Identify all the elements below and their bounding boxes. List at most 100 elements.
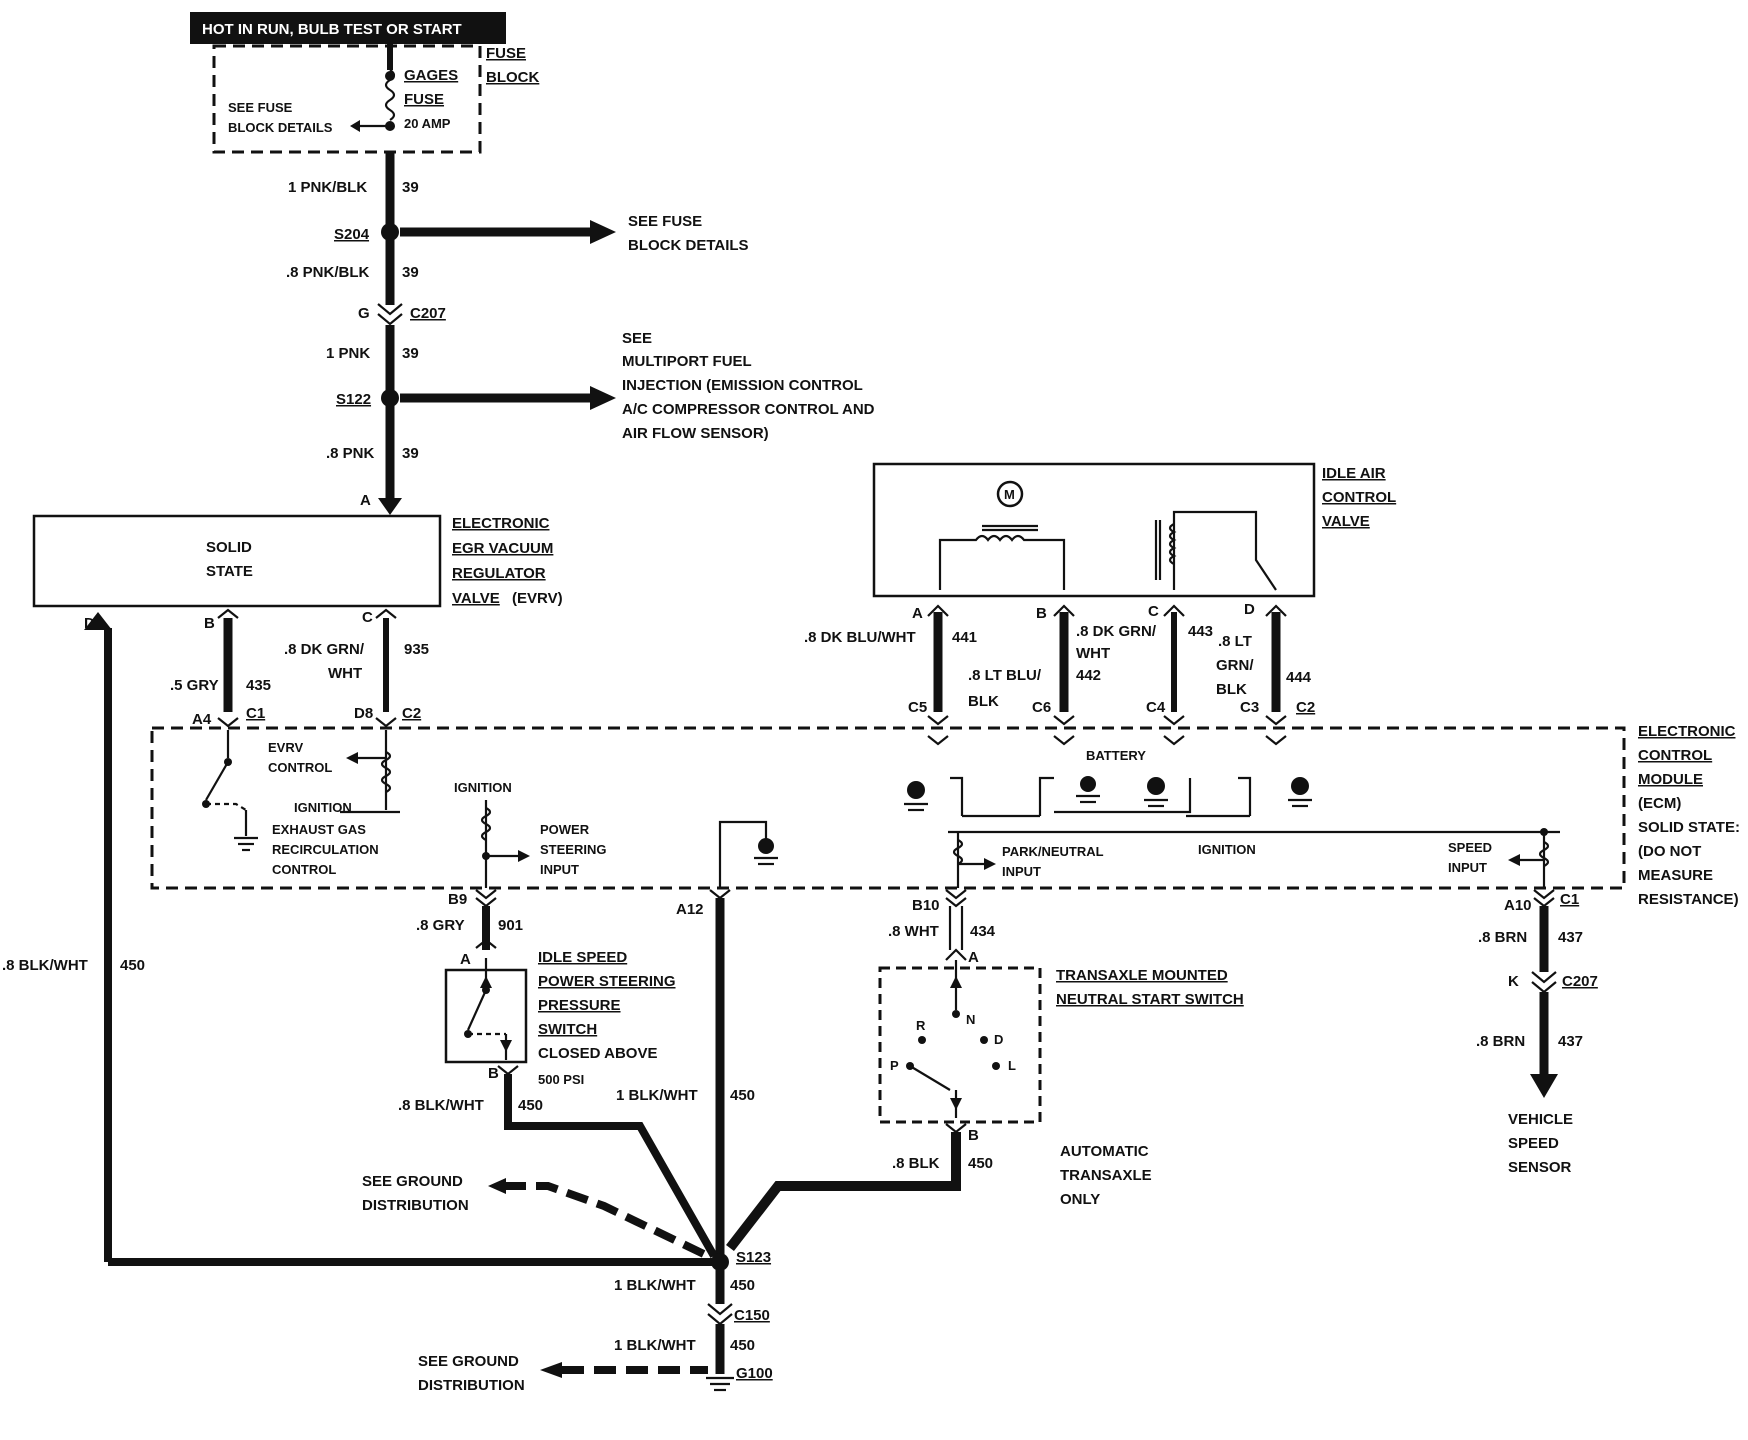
splice-ref: MULTIPORT FUEL [622,353,752,370]
connector-pin: B10 [912,897,940,914]
wire-gauge: .8 DK GRN/ [284,641,365,658]
ecm-label: POWER [540,822,590,837]
connector-pin: C [1148,603,1159,620]
splice-ref: INJECTION (EMISSION CONTROL [622,377,863,394]
component-note: MEASURE [1638,867,1713,884]
component-body-2: STATE [206,563,253,580]
ground-icon [234,836,258,852]
component-name: CONTROL [1638,747,1712,764]
component-name: IDLE AIR [1322,465,1386,482]
ps-switch-component: .8 GRY 901 A B IDLE SPEED POWER STEERING… [398,889,718,1258]
ground-icon [706,1376,734,1392]
wire-gauge-2: GRN/ [1216,657,1254,674]
ecm-label: INPUT [1002,864,1041,879]
vss-component: .8 BRN 437 K C207 .8 BRN 437 VEHICLE SPE… [1476,889,1598,1176]
ecm-label: INPUT [540,862,579,877]
wire-circuit: 450 [518,1097,543,1114]
connector-pin: B [1036,605,1047,622]
wire-gauge-3: BLK [1216,681,1247,698]
ecm-label: INPUT [1448,860,1487,875]
connector-label: C2 [402,705,421,722]
wire-circuit: 437 [1558,1033,1583,1050]
wire-gauge: .8 PNK/BLK [286,264,370,281]
wire-gauge: .8 LT [1218,633,1252,650]
component-name: TRANSAXLE MOUNTED [1056,967,1228,984]
wire-circuit: 443 [1188,623,1213,640]
component-name: PRESSURE [538,997,621,1014]
splice-ref: AIR FLOW SENSOR) [622,425,769,442]
component-name: MODULE [1638,771,1703,788]
splice-s122 [381,389,399,407]
wire-circuit: 39 [402,445,419,462]
ground-ref-2: DISTRIBUTION [418,1377,525,1394]
component-note: CLOSED ABOVE [538,1045,657,1062]
connector-label: C207 [1562,973,1598,990]
power-source: HOT IN RUN, BULB TEST OR START [190,12,506,44]
ecm-label: CONTROL [272,862,336,877]
iac-component: M IDLE AIR CONTROL VALVE A B C D .8 DK B… [804,462,1396,746]
connector-pin: C [362,609,373,626]
ground-icon [754,838,778,866]
connector-pin: A [460,951,471,968]
component-name: VALVE [1322,513,1370,530]
component-note: SOLID STATE: [1638,819,1740,836]
connector-c207 [377,303,403,316]
connector-pin: C4 [1146,699,1166,716]
connector-pin: A [968,949,979,966]
connector-label: C207 [410,305,446,322]
connector-pin: C5 [908,699,927,716]
component-name: EGR VACUUM [452,540,553,557]
component-name: SENSOR [1508,1159,1572,1176]
splice-ref: SEE FUSE [628,213,702,230]
connector-pin: A10 [1504,897,1532,914]
component-note: ONLY [1060,1191,1100,1208]
ground-icon [1144,777,1168,808]
component-note: TRANSAXLE [1060,1167,1152,1184]
connector-pin: D [1244,601,1255,618]
component-abbrev: (EVRV) [512,590,563,607]
wire-gauge: .8 BRN [1478,929,1527,946]
wire-circuit: 450 [730,1337,755,1354]
wire-gauge-2: WHT [328,665,362,682]
wire-gauge: .8 PNK [326,445,375,462]
splice-label: S122 [336,391,371,408]
wire-gauge: .8 GRY [416,917,465,934]
component-note: (DO NOT [1638,843,1701,860]
gear-position: D [994,1032,1003,1047]
wire-gauge: 1 PNK [326,345,370,362]
wire-circuit: 450 [730,1087,755,1104]
ecm-label: EXHAUST GAS [272,822,366,837]
ecm-label: IGNITION [294,800,352,815]
connector-pin: A [912,605,923,622]
wire-gauge-2: BLK [968,693,999,710]
ecm-label: CONTROL [268,760,332,775]
ecm-label: IGNITION [454,780,512,795]
component-name: ELECTRONIC [452,515,550,532]
component-name: SPEED [1508,1135,1559,1152]
wire-gauge: .8 BLK [892,1155,940,1172]
wire-gauge-2: WHT [1076,645,1110,662]
power-label: HOT IN RUN, BULB TEST OR START [202,21,462,38]
wire-circuit: 450 [968,1155,993,1172]
splice-ref: SEE [622,330,652,347]
ecm-label: STEERING [540,842,606,857]
component-name: NEUTRAL START SWITCH [1056,991,1244,1008]
ground-icon [904,781,928,812]
fuse-block: GAGES FUSE 20 AMP SEE FUSE BLOCK DETAILS… [212,44,539,154]
fuse-rating: 20 AMP [404,116,451,131]
ground-ref-2: DISTRIBUTION [362,1197,469,1214]
wire-circuit: 437 [1558,929,1583,946]
fuse-ref: SEE FUSE [228,100,293,115]
wire-circuit: 450 [120,957,145,974]
connector-pin: A4 [192,711,212,728]
ground-distribution: SEE GROUND DISTRIBUTION S123 1 BLK/WHT 4… [108,1173,773,1394]
wire-gauge: 1 BLK/WHT [616,1087,698,1104]
ground-label: G100 [736,1365,773,1382]
component-name: VALVE [452,590,500,607]
gear-position: P [890,1058,899,1073]
gear-position: N [966,1012,975,1027]
wire-circuit: 441 [952,629,977,646]
connector-c150 [707,1303,733,1326]
a12-ground-wire: 1 BLK/WHT 450 [616,889,755,1256]
